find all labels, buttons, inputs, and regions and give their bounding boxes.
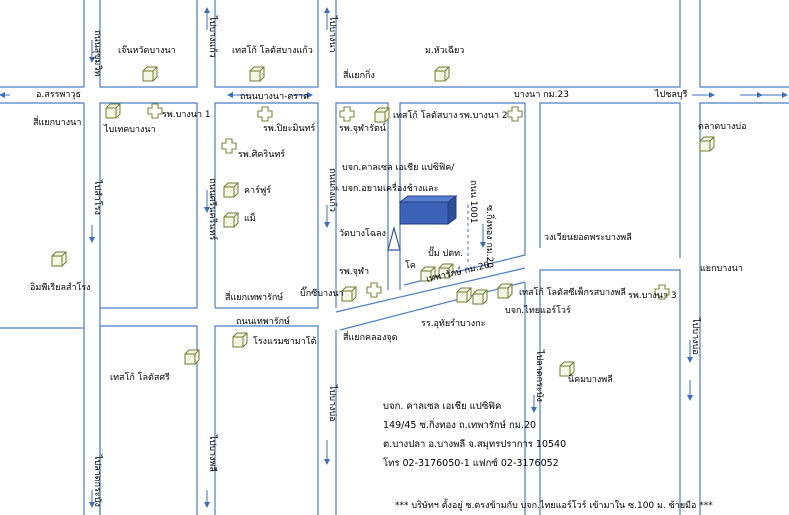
- label-to-samrong: ไปสำโรง: [92, 179, 103, 215]
- label-wat-bangkhlong: วัดบางโฉลง: [339, 228, 386, 239]
- label-to-bangbo: ไปบางบ่อ: [327, 384, 338, 422]
- label-road-king: ถนนกิ่งแก้ว: [327, 168, 340, 212]
- label-sanphrawut: อ.สรรพาวุธ: [36, 90, 81, 100]
- label-makro: แม็: [244, 211, 256, 224]
- label-pump: ปั๊ม ปตท.: [428, 246, 463, 259]
- label-company1: บจก.คาลเซล เอเชีย แปซิฟิค/: [342, 162, 455, 173]
- label-jenghua: เจ๊นหวัดบางนา: [118, 45, 176, 56]
- label-to-ladkrabang2: ไปลาดกระบัง: [534, 349, 545, 402]
- company-building: [399, 201, 449, 225]
- label-wongwian: วงเวียนยอดพระบางพลี: [544, 232, 632, 243]
- label-rp-jupharat: รพ.จุฬารัตน์: [339, 122, 386, 134]
- label-to-ladkrabang: ไปลาดกระบัง: [92, 454, 103, 507]
- label-road-srinakarin: ถนนศรีนครินทร์: [207, 178, 219, 240]
- label-rr-uthairat: รร.อุทัยรำบางกะ: [421, 318, 486, 329]
- label-road-theparak: ถนนเทพารักษ์: [236, 315, 290, 327]
- label-tesco-bangkaew: เทสโก้ โลตัสบางแก้ว: [232, 45, 313, 56]
- label-tesco-bangphli: เทสโก้ โลตัสซีเพ็กรสบางพลี: [519, 285, 626, 298]
- label-kho: โค: [405, 260, 416, 271]
- label-to-bangbo2: ไปบางบ่อ: [690, 317, 701, 355]
- label-si-yaek-king: สี่แยกกิ่ง: [343, 68, 375, 81]
- address-street: 149/45 ซ.กิ่งทอง ถ.เทพารักษ์ กม.20: [383, 418, 536, 431]
- label-rp-sikarin: รพ.ศิครินทร์: [238, 148, 285, 160]
- footer-note: *** บริษัทฯ ตั้งอยู่ ซ.ตรงข้ามกับ บจก.ไท…: [395, 498, 713, 511]
- label-talat-bangbo: ตลาดบางบ่อ: [698, 122, 747, 132]
- label-tesco-bangna: เทสโก้ โลตัสบาง: [393, 110, 458, 121]
- label-rp-bangna2: รพ.บางนา 2: [459, 111, 508, 121]
- label-thai-airways: บจก.ไทยแอร์โวร์: [505, 304, 571, 316]
- label-big-c: บิ๊กซีบางนา: [300, 286, 344, 299]
- label-rongraem: โรงแรมซามาโต้: [253, 336, 317, 347]
- label-mhaoyao: ม.หัวเฉียว: [425, 45, 464, 56]
- temple-icon: [387, 225, 401, 251]
- label-carrefour: คาร์ฟูร์: [244, 184, 271, 196]
- label-to-sukhumvit: ถนนสุขุมวิท: [92, 30, 103, 76]
- address-phone: โทร 02-3176050-1 แฟกซ์ 02-3176052: [383, 457, 559, 469]
- label-si-yaek-theparak: สี่แยกเทพารักษ์: [225, 290, 283, 303]
- label-bangna-km23: บางนา กม.23: [514, 90, 569, 100]
- direction-arrows: [0, 7, 788, 508]
- label-to-bangphli: ไปบางพลี: [207, 434, 218, 472]
- label-bangna-trat-road: ถนนบางนา-ตราด: [240, 92, 309, 102]
- label-company2: บจก.อยามเครื่องช้างและ: [342, 181, 439, 194]
- address-district: ต.บางปลา อ.บางพลี จ.สมุทรปราการ 10540: [383, 438, 566, 450]
- label-imperial: อิมพีเรียลสำโรง: [30, 282, 91, 293]
- label-rp-piyamin: รพ.ปิยะมินทร์: [263, 122, 315, 134]
- label-nikhom-bangphli: นิคมบางพลี: [568, 374, 613, 385]
- label-road-1001: ถนน 1001: [468, 180, 478, 224]
- label-si-yaek-khlongchut: สี่แยกคลองจุด: [343, 330, 398, 343]
- label-bitec: ไบเทคบางนา: [103, 124, 156, 135]
- label-rp-bangna3: รพ.บางนา 3: [628, 291, 677, 301]
- label-yaek-bangna: แยกบางนา: [700, 264, 743, 274]
- label-si-yaek-bangna: สี่แยกบางนา: [33, 115, 81, 128]
- label-rp-bangna1: รพ.บางนา 1: [162, 110, 211, 120]
- label-to-bangkaew: ไปบางแก้ว: [207, 15, 218, 58]
- label-soi-km20: ซ.กิ่งทอง กม.20: [484, 205, 497, 268]
- address-company: บจก. คาลเซล เอเชีย แปซิฟิค: [383, 400, 501, 412]
- label-rp-chula: รพ.จุฬา: [339, 266, 369, 277]
- label-to-bangna-city: ไปบางนา: [327, 15, 338, 53]
- label-to-chonburi: ไปชลบุรี: [654, 89, 688, 100]
- label-tesco-seri: เทสโก้ โลตัสศรี: [110, 372, 170, 383]
